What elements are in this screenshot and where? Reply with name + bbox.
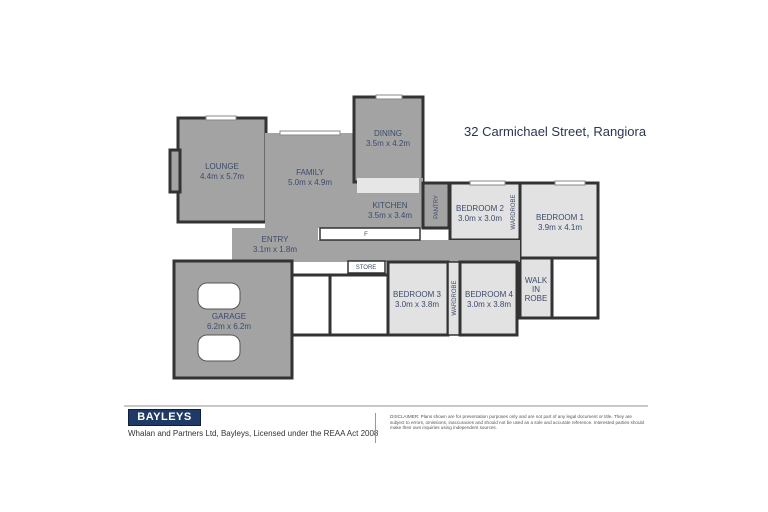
lounge-bay (168, 148, 182, 194)
bedroom1-label: BEDROOM 1 (536, 213, 585, 222)
window (205, 115, 237, 121)
divider (124, 405, 648, 407)
garage-size: 6.2m x 6.2m (207, 322, 251, 331)
rooms (168, 95, 600, 380)
lounge-size: 4.4m x 5.7m (200, 172, 244, 181)
family-size: 5.0m x 4.9m (288, 178, 332, 187)
car-icon (197, 334, 241, 362)
walk-in-robe-label-3: ROBE (525, 294, 548, 303)
bedroom2-label: BEDROOM 2 (456, 204, 505, 213)
license-text: Whalan and Partners Ltd, Bayleys, Licens… (128, 429, 379, 438)
bedroom4-area (458, 260, 519, 337)
fridge-label: F (364, 232, 368, 238)
garage-label: GARAGE (212, 312, 246, 321)
kitchen-label: KITCHEN (372, 201, 407, 210)
wardrobe-label: WARDROBE (452, 280, 458, 315)
window (375, 94, 403, 100)
entry-area (232, 228, 318, 262)
hall-area (318, 240, 520, 262)
entry-label: ENTRY (262, 235, 290, 244)
floor-plan: LOUNGE 4.4m x 5.7m FAMILY 5.0m x 4.9m DI… (168, 94, 600, 380)
kitchen-bench (319, 227, 421, 241)
dining-size: 3.5m x 4.2m (366, 139, 410, 148)
windows (205, 94, 586, 186)
kitchen-size: 3.5m x 3.4m (368, 211, 412, 220)
dining-label: DINING (374, 129, 402, 138)
cars (197, 282, 241, 362)
disclaimer-text: DISCLAIMER: Plans shown are for presenta… (390, 414, 645, 431)
bedroom3-label: BEDROOM 3 (393, 290, 442, 299)
entry-size: 3.1m x 1.8m (253, 245, 297, 254)
walk-in-robe-label-2: IN (532, 285, 540, 294)
window (554, 180, 586, 186)
lounge-label: LOUNGE (205, 162, 239, 171)
walk-in-robe-label-1: WALK (525, 276, 548, 285)
bedroom3-size: 3.0m x 3.8m (395, 300, 439, 309)
kitchen-island (357, 178, 419, 193)
family-area (265, 133, 357, 228)
bedroom4-label: BEDROOM 4 (465, 290, 514, 299)
bayleys-logo: BAYLEYS (128, 409, 201, 426)
store-area (347, 260, 386, 274)
window (469, 180, 506, 186)
bathroom-area (328, 273, 390, 337)
bedroom4-size: 3.0m x 3.8m (467, 300, 511, 309)
walk-in-robe-area (518, 256, 554, 320)
family-label: FAMILY (296, 168, 325, 177)
property-address: 32 Carmichael Street, Rangiora (464, 124, 647, 139)
ensuite-area (550, 256, 600, 320)
pantry-label: PANTRY (434, 195, 440, 219)
wardrobe-label: WARDROBE (511, 194, 517, 229)
divider (375, 413, 376, 443)
laundry-area (290, 273, 332, 337)
bedroom1-size: 3.9m x 4.1m (538, 223, 582, 232)
bedroom2-size: 3.0m x 3.0m (458, 214, 502, 223)
car-icon (197, 282, 241, 310)
window (279, 130, 341, 136)
store-label: STORE (356, 265, 377, 271)
